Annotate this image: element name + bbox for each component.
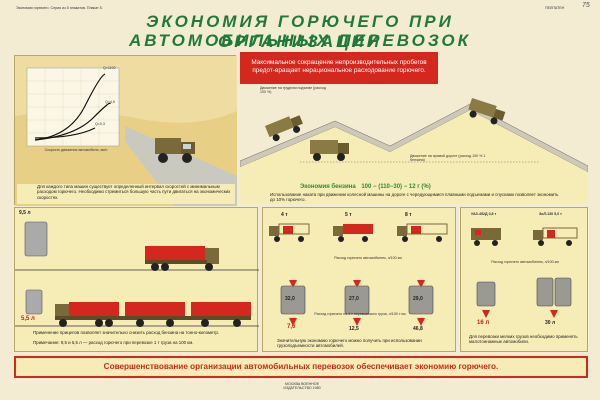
capacity-subtitle: Расход горючего автомобилем, л/100 км: [334, 256, 402, 260]
truck-cap-3: 8 т: [405, 212, 412, 218]
choice-caption: Для перевозки мелких грузов необходимо п…: [469, 334, 578, 345]
title-line-2: АВТОМОБИЛЬНЫХ ПЕРЕВОЗОК: [128, 31, 472, 50]
panel-hill: Движение на трудном подъеме (расход 100 …: [240, 86, 588, 204]
banner: Максимальное сокращение непроизводительн…: [240, 52, 438, 84]
capacity-illustration: [269, 223, 448, 326]
fuel-top: 9,5 л: [19, 210, 31, 216]
panel-choice: УАЗ-452Д 0,8 т ЗиЛ-130 5,0 т Расход горю…: [460, 207, 588, 352]
hill-note-bottom: Движение на прямой дороге (расход 100 % …: [410, 154, 486, 163]
value-3: 46,8: [413, 326, 423, 332]
can-value-1: 32,0: [285, 296, 295, 302]
page-number: 75: [582, 2, 590, 9]
formula-label: Экономия бензина: [300, 184, 356, 190]
hill-illustration: [240, 98, 588, 204]
hill-caption: Использование наката при движении колесн…: [270, 192, 559, 203]
can-value-2: 27,0: [349, 296, 359, 302]
value-2: 12,5: [349, 326, 359, 332]
trailer-illustration: [15, 221, 259, 327]
choice-illustration: [471, 227, 578, 318]
can-value-3: 29,0: [413, 296, 423, 302]
truck-cap-2: 5 т: [345, 212, 352, 218]
fuel-bottom: 5,5 л: [21, 316, 35, 322]
banner-text: Максимальное сокращение непроизводительн…: [251, 59, 427, 74]
curve-label-1: Q=1100: [103, 66, 116, 70]
curve-label-2: Q=4,5: [105, 100, 115, 104]
panel-capacity: 4 т 5 т 8 т Расход горючего автомобилем,…: [262, 207, 456, 352]
panel-speed: Скорость движения автомобиля, км/ч Q=110…: [14, 55, 237, 206]
meta-right: ПЕЛПАТЕН: [545, 6, 565, 10]
speed-caption: Для каждого типа машин существует опреде…: [37, 184, 231, 200]
hill-note-top: Движение на трудном подъеме (расход 100 …: [260, 86, 326, 95]
curve-3: [34, 127, 96, 139]
trailer-caption-2: Примечание: 9,5 и 5,5 л — расход горючег…: [33, 340, 194, 345]
value-1: 7,6: [287, 324, 296, 330]
choice-value-1: 16 л: [477, 320, 490, 326]
panel-trailer: 9,5 л 5,5 л Применение прицепов позволяе…: [14, 207, 259, 352]
speed-graph-label: Скорость движения автомобиля, км/ч: [44, 148, 108, 152]
truck-cap-1: 4 т: [281, 212, 288, 218]
choice-truck-2: ЗиЛ-130 5,0 т: [539, 212, 562, 216]
choice-subtitle: Расход горючего автомобилем, л/100 км: [491, 260, 559, 264]
speed-truck: [155, 138, 195, 163]
footer-imprint: МОСКВА ВОЕННОЕ ИЗДАТЕЛЬСТВО 1980: [283, 382, 321, 391]
choice-truck-1: УАЗ-452Д 0,8 т: [471, 212, 497, 216]
formula-line: Экономия бензина 100 − (110−30) − 12 г (…: [300, 184, 431, 190]
trailer-caption-1: Применение прицепов позволяет значительн…: [33, 330, 220, 335]
meta-left: Экономия горючего. Серия из 5 плакатов. …: [16, 6, 103, 10]
choice-value-2: 30 л: [545, 320, 556, 326]
capacity-subtitle-2: Расход горючего на 1 т перевозимого груз…: [314, 312, 406, 316]
capacity-caption: Значительную экономию горючего можно пол…: [277, 338, 422, 349]
formula: 100 − (110−30) − 12 г (%): [361, 184, 431, 190]
footer-text: Совершенствование организации автомобиль…: [103, 362, 499, 371]
speed-illustration: [15, 56, 237, 206]
title-line-1: ЭКОНОМИЯ ГОРЮЧЕГО ПРИ ОРГАНИЗАЦИИ: [146, 12, 454, 51]
footer-box: Совершенствование организации автомобиль…: [14, 356, 588, 378]
curve-1: [34, 73, 106, 141]
curve-label-3: Q=0,3: [95, 122, 105, 126]
